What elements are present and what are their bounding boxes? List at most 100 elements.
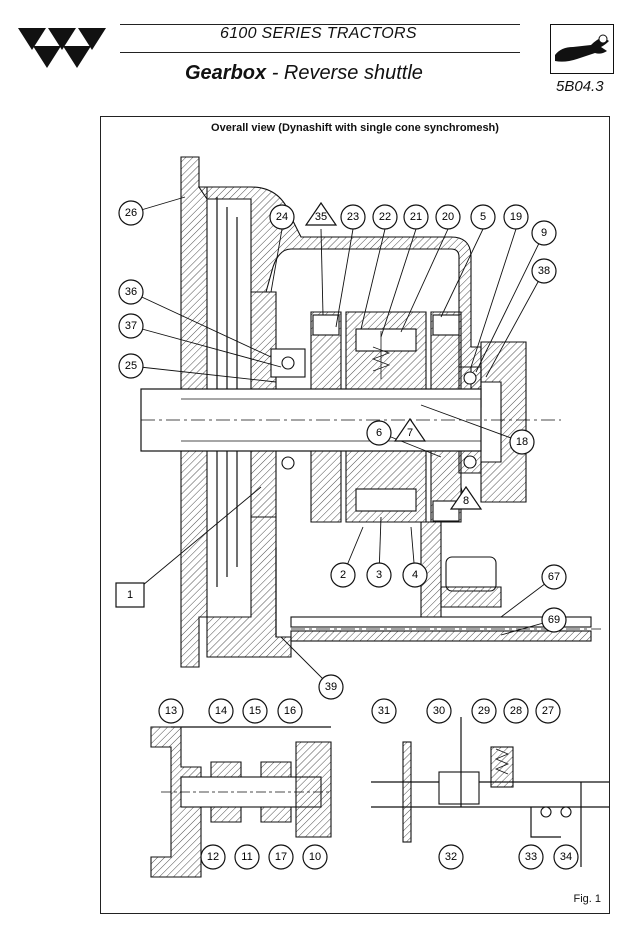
svg-text:31: 31	[378, 705, 390, 717]
callout-15: 15	[242, 698, 268, 724]
callout-24: 24	[269, 204, 295, 230]
svg-text:12: 12	[207, 851, 219, 863]
svg-text:34: 34	[560, 851, 572, 863]
svg-text:33: 33	[525, 851, 537, 863]
callout-5: 5	[470, 204, 496, 230]
callout-9: 9	[531, 220, 557, 246]
svg-text:67: 67	[548, 571, 560, 583]
callout-33: 33	[518, 844, 544, 870]
callout-34: 34	[553, 844, 579, 870]
svg-text:5: 5	[480, 211, 486, 223]
svg-text:30: 30	[433, 705, 445, 717]
svg-text:6: 6	[376, 427, 382, 439]
page-header: 6100 SERIES TRACTORS Gearbox - Reverse s…	[0, 0, 641, 110]
svg-text:36: 36	[125, 286, 137, 298]
callout-10: 10	[302, 844, 328, 870]
lower-right-detail	[371, 717, 609, 867]
svg-text:37: 37	[125, 320, 137, 332]
svg-text:29: 29	[478, 705, 490, 717]
callout-26: 26	[118, 200, 144, 226]
svg-text:19: 19	[510, 211, 522, 223]
svg-text:17: 17	[275, 851, 287, 863]
gearbox-diagram: 26 24 35 23 22 21 20 5 19 9 38 36 37 25 …	[115, 156, 609, 878]
svg-text:21: 21	[410, 211, 422, 223]
main-section-drawing	[140, 156, 601, 668]
svg-text:20: 20	[442, 211, 454, 223]
callout-32: 32	[438, 844, 464, 870]
svg-text:2: 2	[340, 569, 346, 581]
callout-37: 37	[118, 313, 144, 339]
svg-text:4: 4	[412, 569, 418, 581]
svg-text:35: 35	[315, 211, 327, 223]
header-rule-top	[120, 24, 520, 25]
callout-17: 17	[268, 844, 294, 870]
callout-29: 29	[471, 698, 497, 724]
figure-frame: Overall view (Dynashift with single cone…	[100, 116, 610, 914]
callout-25: 25	[118, 353, 144, 379]
page-code: 5B04.3	[556, 78, 604, 95]
callout-16: 16	[277, 698, 303, 724]
svg-text:22: 22	[379, 211, 391, 223]
callout-69: 69	[541, 607, 567, 633]
svg-text:23: 23	[347, 211, 359, 223]
svg-text:9: 9	[541, 227, 547, 239]
callout-36: 36	[118, 279, 144, 305]
workshop-icon	[550, 24, 614, 74]
svg-text:8: 8	[463, 495, 469, 507]
callout-1: 1	[115, 582, 145, 608]
svg-text:18: 18	[516, 436, 528, 448]
callout-22: 22	[372, 204, 398, 230]
svg-text:28: 28	[510, 705, 522, 717]
callout-3: 3	[366, 562, 392, 588]
section-title-rest: - Reverse shuttle	[266, 62, 423, 84]
svg-text:11: 11	[241, 851, 252, 863]
callout-30: 30	[426, 698, 452, 724]
svg-text:38: 38	[538, 265, 550, 277]
section-title-bold: Gearbox	[185, 62, 267, 84]
svg-text:27: 27	[542, 705, 554, 717]
svg-text:3: 3	[376, 569, 382, 581]
callout-12: 12	[200, 844, 226, 870]
wrench-hand-icon	[555, 34, 609, 62]
callout-20: 20	[435, 204, 461, 230]
figure-label: Fig. 1	[573, 893, 601, 905]
callout-27: 27	[535, 698, 561, 724]
callout-67: 67	[541, 564, 567, 590]
svg-text:16: 16	[284, 705, 296, 717]
callout-8: 8	[449, 485, 483, 510]
callout-4: 4	[402, 562, 428, 588]
svg-text:26: 26	[125, 207, 137, 219]
svg-text:25: 25	[125, 360, 137, 372]
callout-39: 39	[318, 674, 344, 700]
svg-text:14: 14	[215, 705, 227, 717]
callout-7: 7	[393, 417, 427, 442]
callout-6: 6	[366, 420, 392, 446]
series-title: 6100 SERIES TRACTORS	[220, 25, 417, 42]
callout-35: 35	[304, 201, 338, 226]
callout-14: 14	[208, 698, 234, 724]
lower-left-detail	[150, 726, 332, 878]
callout-21: 21	[403, 204, 429, 230]
figure-title: Overall view (Dynashift with single cone…	[211, 122, 499, 134]
svg-text:1: 1	[127, 589, 133, 601]
svg-text:15: 15	[249, 705, 261, 717]
svg-text:13: 13	[165, 705, 177, 717]
svg-text:69: 69	[548, 614, 560, 626]
callout-31: 31	[371, 698, 397, 724]
callout-2: 2	[330, 562, 356, 588]
svg-text:39: 39	[325, 681, 337, 693]
callout-23: 23	[340, 204, 366, 230]
section-title: Gearbox - Reverse shuttle	[185, 62, 423, 85]
callout-13: 13	[158, 698, 184, 724]
callout-18: 18	[509, 429, 535, 455]
callout-19: 19	[503, 204, 529, 230]
callout-38: 38	[531, 258, 557, 284]
svg-text:10: 10	[309, 851, 321, 863]
callout-28: 28	[503, 698, 529, 724]
svg-text:24: 24	[276, 211, 288, 223]
manufacturer-logo	[18, 28, 106, 68]
header-rule-mid	[120, 52, 520, 53]
svg-text:7: 7	[407, 427, 413, 439]
svg-text:32: 32	[445, 851, 457, 863]
callout-11: 11	[234, 844, 260, 870]
